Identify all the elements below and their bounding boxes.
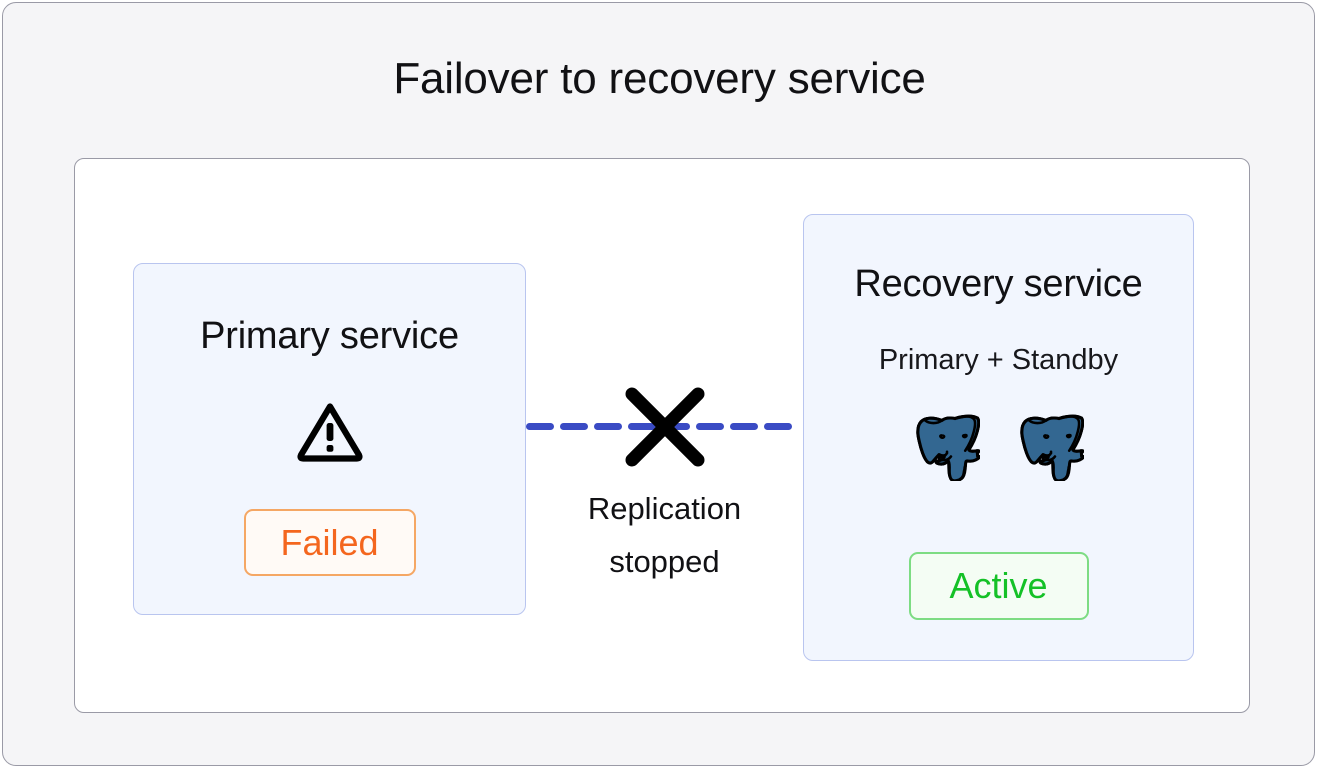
warning-triangle-icon — [296, 402, 363, 467]
postgresql-elephant-icon — [1018, 413, 1085, 486]
recovery-service-subtitle: Primary + Standby — [878, 344, 1119, 376]
recovery-service-title: Recovery service — [854, 263, 1143, 305]
replication-link — [526, 387, 803, 467]
recovery-service-card[interactable]: Recovery service Primary + Standby — [803, 214, 1194, 661]
x-cross-icon — [625, 387, 704, 467]
replication-label: Replication stopped — [526, 482, 803, 588]
recovery-status-badge[interactable]: Active — [908, 552, 1089, 620]
primary-service-title: Primary service — [200, 315, 459, 357]
page-title: Failover to recovery service — [393, 54, 926, 103]
primary-service-card[interactable]: Primary service Failed — [133, 263, 526, 615]
replication-label-line-2: stopped — [609, 544, 720, 579]
primary-status-badge[interactable]: Failed — [243, 509, 416, 576]
postgresql-elephant-icon — [914, 413, 981, 486]
recovery-service-node-row — [804, 413, 1193, 486]
diagram-canvas: Primary service Failed — [74, 158, 1250, 713]
replication-label-line-1: Replication — [587, 491, 742, 526]
primary-service-icon-row — [134, 402, 525, 467]
